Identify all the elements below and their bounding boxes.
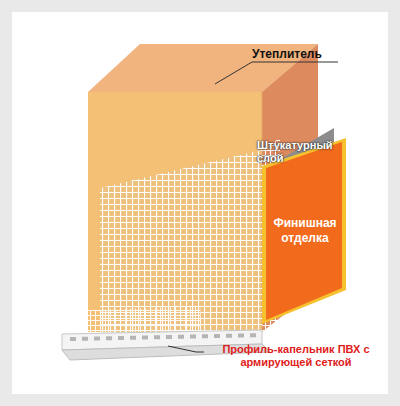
panel-label: Финишная отделка — [268, 216, 342, 246]
profile-hole — [226, 334, 232, 338]
profile-hole — [118, 336, 124, 340]
profile-hole — [190, 335, 196, 339]
profile-hole — [154, 335, 160, 339]
profile-hole — [178, 335, 184, 339]
profile-hole — [94, 337, 100, 341]
profile-hole — [250, 333, 256, 337]
finish-panel: Финишная отделка — [262, 138, 346, 324]
background-panel — [12, 12, 388, 394]
profile-hole — [166, 335, 172, 339]
profile-label: Профиль-капельник ПВХ с армирующей сетко… — [206, 343, 386, 369]
profile-hole — [70, 337, 76, 341]
profile-hole — [238, 334, 244, 338]
profile-hole — [142, 336, 148, 340]
profile-hole — [130, 336, 136, 340]
leader-line — [168, 346, 204, 352]
profile-hole — [82, 337, 88, 341]
profile-hole — [202, 334, 208, 338]
leader-line — [215, 62, 338, 84]
plaster-label: Штукатурный слой — [257, 139, 327, 165]
profile-hole — [214, 334, 220, 338]
profile-hole — [106, 336, 112, 340]
insulation-label: Утеплитель — [252, 47, 352, 61]
